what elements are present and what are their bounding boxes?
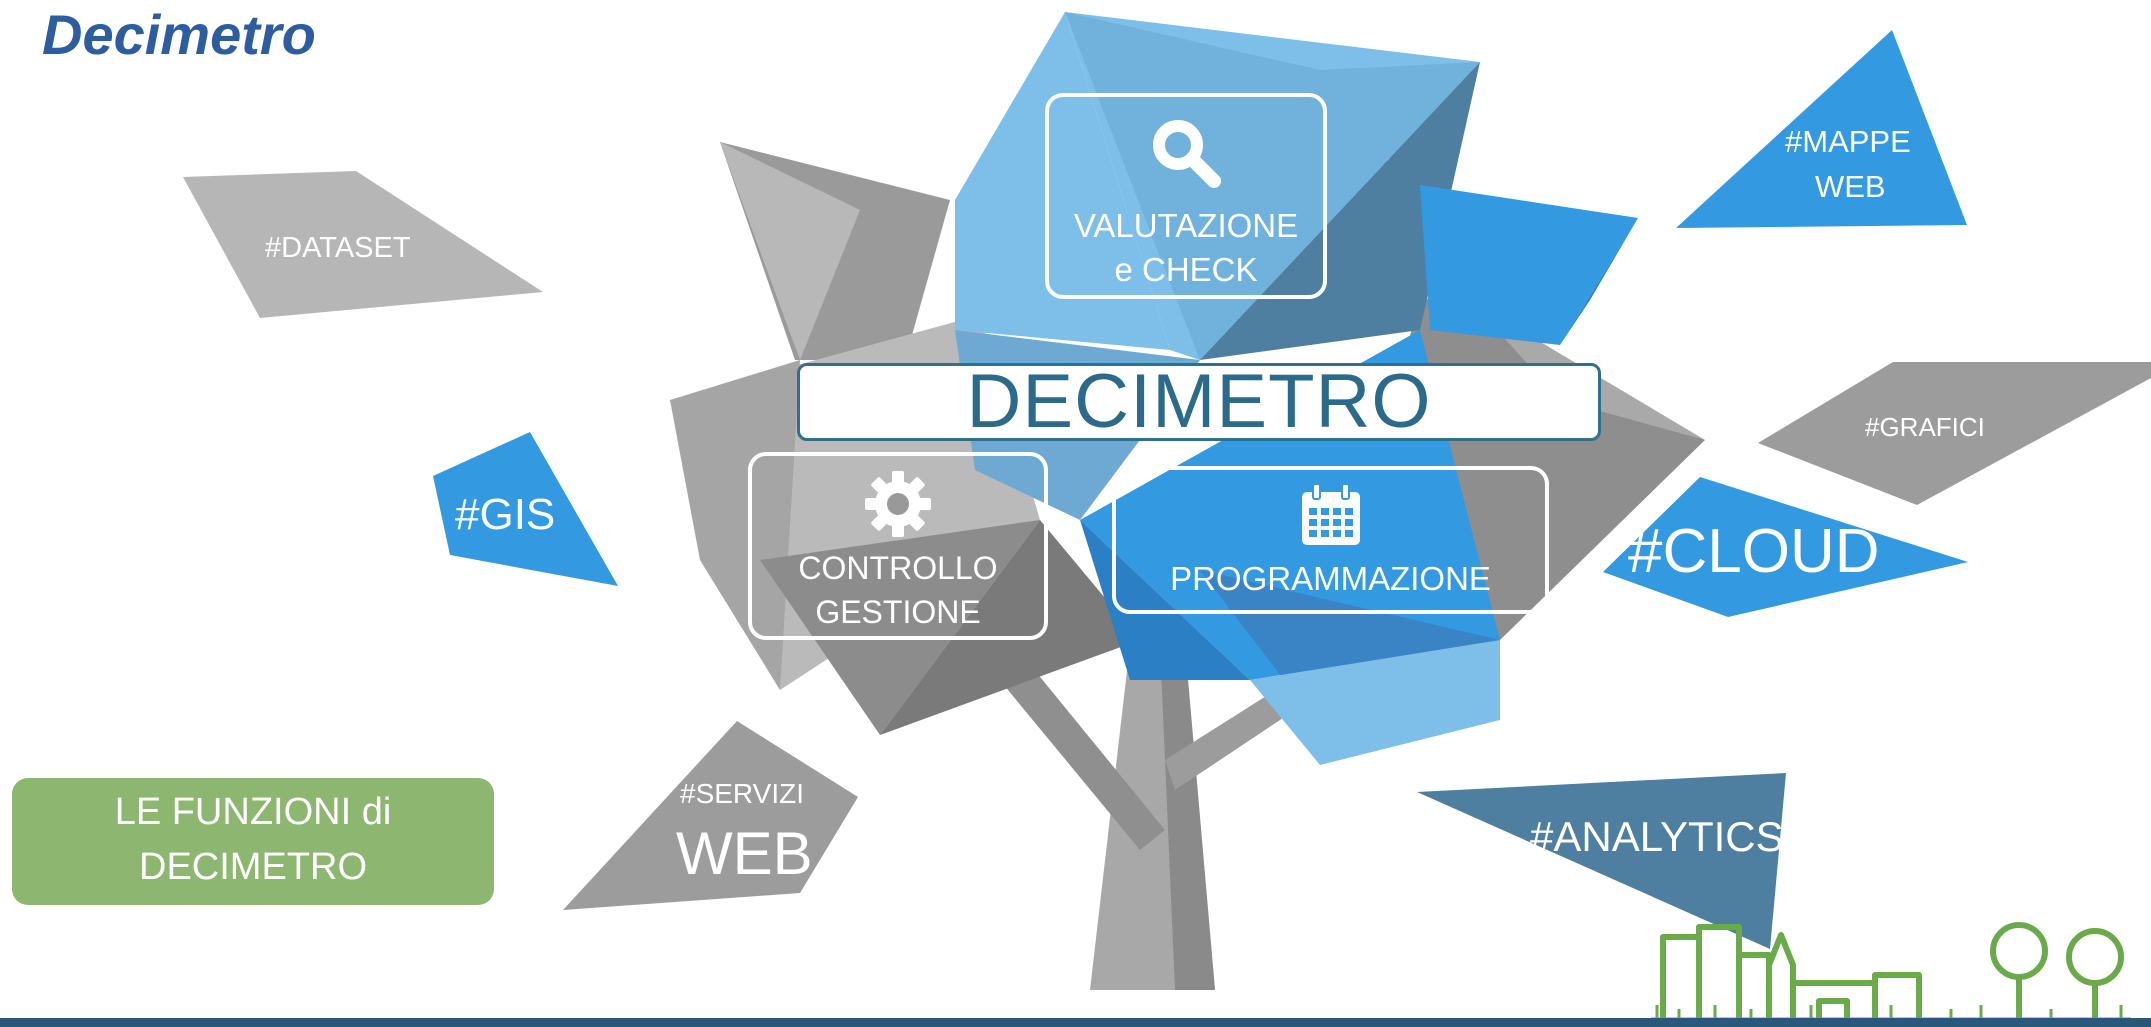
tag-mappe-line2: WEB xyxy=(1815,169,1886,204)
tag-web: WEB xyxy=(676,820,813,887)
controllo-line2: GESTIONE xyxy=(815,594,981,630)
calendar-icon xyxy=(1301,483,1360,545)
valutazione-line2: e CHECK xyxy=(1114,251,1258,288)
analytics-shape xyxy=(1417,773,1786,949)
gis-shape xyxy=(433,432,618,586)
dataset-shape xyxy=(183,171,543,318)
tag-servizi: #SERVIZI xyxy=(680,778,804,809)
bottom-bar xyxy=(0,1018,2151,1027)
search-icon xyxy=(1153,120,1221,188)
funzioni-callout: LE FUNZIONI di DECIMETRO xyxy=(12,778,494,905)
tree-branch-left xyxy=(975,640,1165,850)
city-skyline-logo xyxy=(1651,922,2131,1021)
tag-grafici: #GRAFICI xyxy=(1865,412,1985,442)
funzioni-line2: DECIMETRO xyxy=(139,846,367,888)
valutazione-box: VALUTAZIONE e CHECK xyxy=(1045,93,1327,299)
decimetro-banner: DECIMETRO xyxy=(797,363,1601,441)
programmazione-box: PROGRAMMAZIONE xyxy=(1112,466,1549,614)
valutazione-line1: VALUTAZIONE xyxy=(1073,207,1299,244)
tag-gis: #GIS xyxy=(455,490,556,539)
tag-dataset: #DATASET xyxy=(265,232,411,264)
servizi-shape xyxy=(563,721,858,910)
programmazione-label: PROGRAMMAZIONE xyxy=(1170,560,1491,597)
controllo-line1: CONTROLLO xyxy=(798,550,998,586)
slide-title: Decimetro xyxy=(42,3,316,66)
gear-icon xyxy=(865,471,931,537)
cloud-shape xyxy=(1603,477,1968,617)
controllo-box: CONTROLLO GESTIONE xyxy=(748,452,1048,640)
tag-cloud: #CLOUD xyxy=(1628,517,1880,586)
tree-trunk-shade xyxy=(1160,645,1215,990)
mappe-shape xyxy=(1676,30,1967,228)
tag-analytics: #ANALYTICS xyxy=(1530,813,1784,860)
funzioni-line1: LE FUNZIONI di xyxy=(114,791,392,833)
grafici-shape xyxy=(1758,362,2151,505)
tag-mappe-line1: #MAPPE xyxy=(1785,124,1911,159)
